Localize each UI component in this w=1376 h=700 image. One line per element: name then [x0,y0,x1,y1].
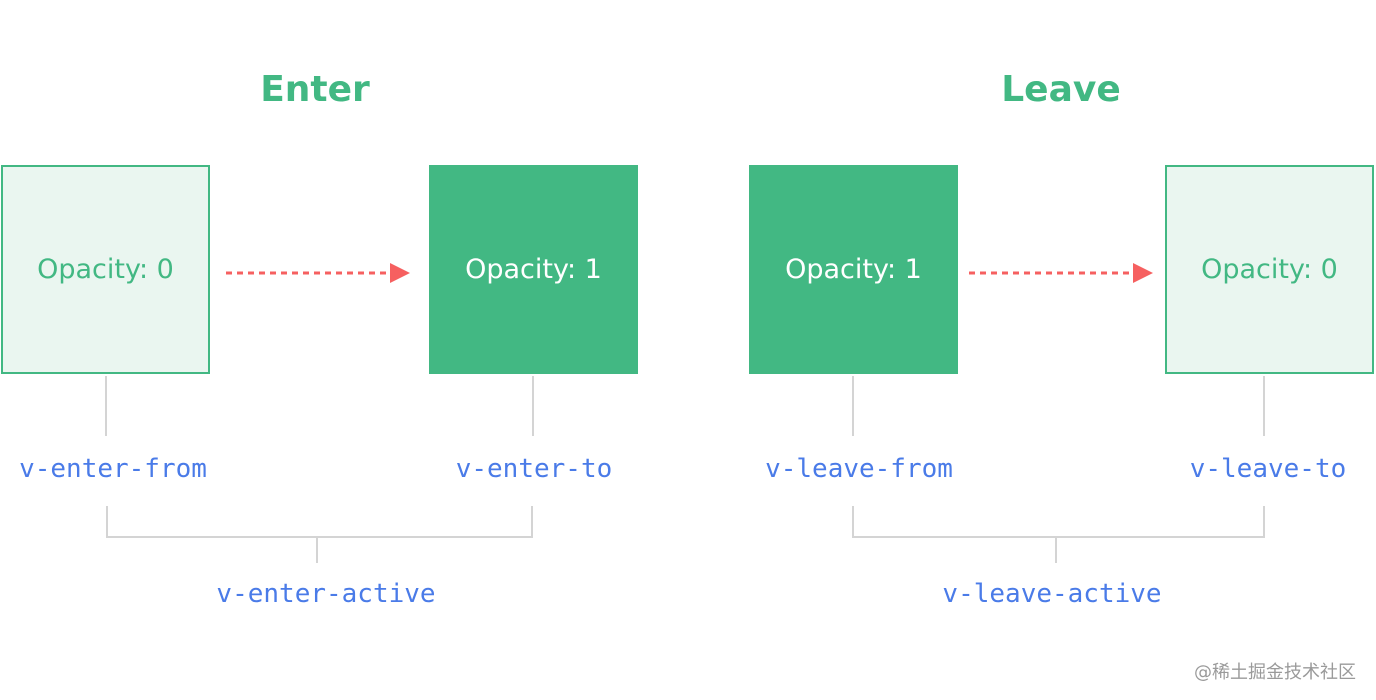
leave-bracket-stem [1055,537,1057,563]
enter-bracket-bar [106,536,533,538]
enter-from-connector [105,376,107,436]
leave-from-box-label: Opacity: 1 [785,254,922,285]
enter-to-connector [532,376,534,436]
enter-arrow [226,263,410,283]
leave-title: Leave [1001,69,1121,110]
leave-from-class: v-leave-from [765,454,953,484]
watermark: @稀土掘金技术社区 [1194,662,1356,683]
leave-bracket-left [852,506,854,537]
leave-bracket-right [1263,506,1265,537]
leave-to-connector [1263,376,1265,436]
enter-to-class: v-enter-to [455,454,613,484]
enter-to-box-label: Opacity: 1 [465,254,602,285]
enter-from-box-label: Opacity: 0 [37,254,174,285]
leave-from-connector [852,376,854,436]
enter-bracket-right [531,506,533,537]
enter-title: Enter [260,69,370,110]
enter-from-class: v-enter-from [19,454,207,484]
enter-bracket-stem [316,537,318,563]
leave-to-box: Opacity: 0 [1165,165,1374,374]
leave-to-class: v-leave-to [1189,454,1347,484]
leave-to-box-label: Opacity: 0 [1201,254,1338,285]
leave-bracket-bar [852,536,1265,538]
leave-active-class: v-leave-active [942,579,1162,609]
enter-active-class: v-enter-active [216,579,436,609]
leave-from-box: Opacity: 1 [749,165,958,374]
leave-arrow [969,263,1153,283]
enter-bracket-left [106,506,108,537]
enter-to-box: Opacity: 1 [429,165,638,374]
enter-from-box: Opacity: 0 [1,165,210,374]
